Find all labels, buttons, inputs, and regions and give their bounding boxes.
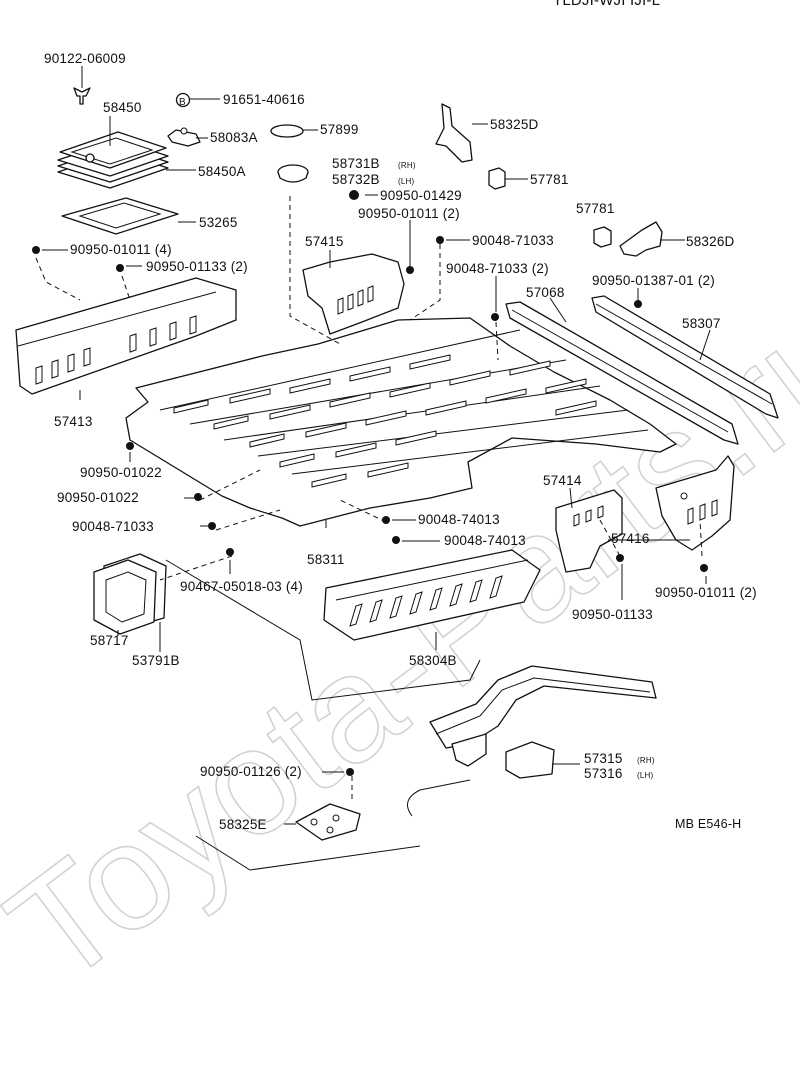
label-58732b: 58732B — [332, 172, 380, 187]
label-90950-01126: 90950-01126 (2) — [200, 764, 302, 779]
rail-57068-drawing — [505, 301, 739, 445]
leader-lines — [42, 66, 711, 825]
pad-57781a-drawing — [488, 167, 506, 190]
bracket-57414-drawing — [555, 489, 623, 573]
frame-rail-drawing — [429, 665, 657, 779]
member-57413-drawing — [15, 277, 237, 395]
label-91651-40616: 91651-40616 — [223, 92, 305, 107]
label-58304b: 58304B — [409, 653, 457, 668]
label-90048-71033-2: 90048-71033 (2) — [446, 261, 549, 276]
rail-58307-drawing — [591, 295, 779, 419]
label-58450a: 58450A — [198, 164, 246, 179]
label-90950-01133-2: 90950-01133 (2) — [146, 259, 248, 274]
pad-57781b-drawing — [593, 226, 612, 248]
label-57315: 57315 — [584, 751, 623, 766]
header-fragment: TLDJI-WJI IJI-L — [553, 0, 660, 9]
label-57781-b: 57781 — [576, 201, 615, 216]
label-58325d: 58325D — [490, 117, 539, 132]
label-57415: 57415 — [305, 234, 344, 249]
context-lines — [35, 196, 703, 871]
label-58307: 58307 — [682, 316, 721, 331]
label-53265: 53265 — [199, 215, 238, 230]
label-57781-a: 57781 — [530, 172, 569, 187]
label-90950-01022-a: 90950-01022 — [80, 465, 162, 480]
part-labels: 90122-06009 58450 91651-40616 58083A 578… — [44, 51, 757, 832]
label-90048-71033-b: 90048-71033 — [72, 519, 154, 534]
bracket-57416-drawing — [655, 455, 735, 551]
label-58717: 58717 — [90, 633, 129, 648]
label-58450: 58450 — [103, 100, 142, 115]
label-90950-01133: 90950-01133 — [572, 607, 653, 622]
label-58731b-side: (RH) — [398, 161, 416, 170]
label-90950-01011-2b: 90950-01011 (2) — [655, 585, 757, 600]
frame-58717-drawing — [93, 553, 167, 635]
label-58311: 58311 — [307, 552, 345, 567]
floor-58311-drawing — [125, 317, 677, 527]
label-90467-05018-03: 90467-05018-03 (4) — [180, 579, 303, 594]
ref-code: MB E546-H — [675, 817, 741, 831]
label-58083a: 58083A — [210, 130, 258, 145]
bracket-58326d-drawing — [619, 221, 663, 257]
label-58731b: 58731B — [332, 156, 380, 171]
label-57416: 57416 — [611, 531, 650, 546]
label-57316: 57316 — [584, 766, 623, 781]
label-90950-01429: 90950-01429 — [380, 188, 462, 203]
gasket-53265-drawing — [61, 197, 179, 235]
bracket-58325d-drawing — [435, 103, 473, 163]
label-58325e: 58325E — [219, 817, 267, 832]
label-53791b: 53791B — [132, 653, 180, 668]
label-90048-74013-a: 90048-74013 — [418, 512, 500, 527]
label-57316-side: (LH) — [637, 771, 653, 780]
bracket-58083a-drawing: B — [167, 92, 201, 147]
tray-58450-drawing — [57, 131, 169, 189]
bracket-57415-drawing — [302, 253, 405, 335]
label-57414: 57414 — [543, 473, 582, 488]
label-90048-71033-a: 90048-71033 — [472, 233, 554, 248]
plug-58731b-drawing — [277, 164, 309, 183]
fasteners-drawing — [32, 190, 708, 776]
member-58304b-drawing — [323, 549, 541, 641]
label-90048-74013-b: 90048-74013 — [444, 533, 526, 548]
label-58732b-side: (LH) — [398, 177, 414, 186]
badge-b: B — [179, 97, 186, 108]
label-90950-01022-b: 90950-01022 — [57, 490, 139, 505]
label-57899: 57899 — [320, 122, 359, 137]
plate-58325e-drawing — [295, 803, 361, 841]
label-90950-01011-2a: 90950-01011 (2) — [358, 206, 460, 221]
label-57315-side: (RH) — [637, 756, 655, 765]
label-90122-06009: 90122-06009 — [44, 51, 126, 66]
clip-90122-drawing — [73, 87, 91, 105]
label-57068: 57068 — [526, 285, 565, 300]
plug-57899-drawing — [270, 124, 304, 138]
label-57413: 57413 — [54, 414, 93, 429]
label-90950-01387-01: 90950-01387-01 (2) — [592, 273, 715, 288]
label-58326d: 58326D — [686, 234, 735, 249]
label-90950-01011-4: 90950-01011 (4) — [70, 242, 172, 257]
